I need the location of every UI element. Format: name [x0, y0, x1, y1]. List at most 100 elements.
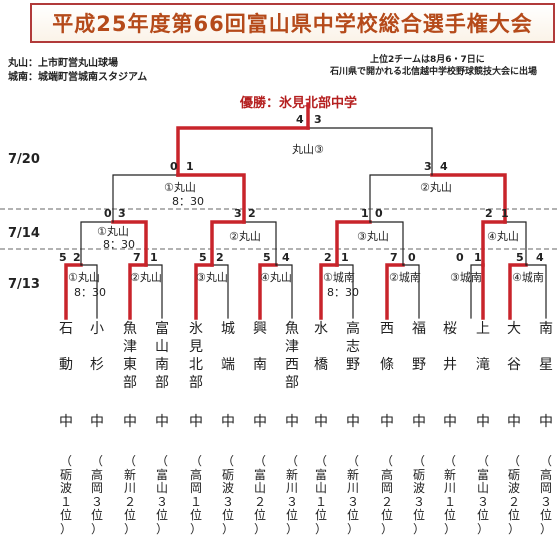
team-name-char: 谷: [507, 357, 521, 373]
team-name-char: 部: [189, 375, 203, 391]
team-name-char: 南: [155, 357, 169, 373]
rank-char: （: [507, 454, 520, 468]
r1-8-score-left: 5: [516, 251, 524, 264]
team-school-suffix: 中: [380, 414, 394, 430]
rank-char: 位: [123, 508, 136, 522]
r1-5-time: 8：30: [327, 286, 359, 299]
rank-char: （: [90, 454, 103, 468]
team-name-13: 桜井: [442, 320, 458, 374]
r1-8-venue: ④城南: [512, 271, 544, 284]
rank-char: １: [443, 494, 456, 509]
rank-char: 川: [346, 481, 359, 495]
r1-7-score-right: 1: [474, 251, 482, 264]
team-school-suffix: 中: [221, 414, 235, 430]
venue-jonan: 城南：城端町営城南スタジアム: [8, 72, 148, 83]
team-name-14: 上滝: [475, 320, 491, 374]
r1-7-score-left: 0: [456, 251, 464, 264]
rank-char: ）: [314, 521, 327, 536]
rank-char: 波: [412, 481, 425, 495]
rank-char: （: [221, 454, 234, 468]
rank-char: ）: [507, 521, 520, 536]
final-score-right: 3: [314, 113, 322, 126]
team-name-char: 杉: [90, 357, 104, 373]
team-name-char: 城: [221, 321, 235, 337]
team-school-suffix: 中: [285, 414, 299, 430]
rank-char: ２: [253, 494, 266, 509]
date-round-final: 7/20: [8, 152, 40, 167]
rank-char: 波: [507, 481, 520, 495]
rank-char: 高: [189, 467, 202, 482]
rank-char: 位: [253, 508, 266, 522]
semi-1-score-left: 0: [170, 160, 178, 173]
rank-char: 位: [412, 508, 425, 522]
semi-2-score-right: 4: [440, 160, 448, 173]
rank-char: 富: [253, 467, 266, 482]
team-name-char: 端: [221, 357, 235, 373]
rank-char: 位: [443, 508, 456, 522]
rank-char: 高: [90, 467, 103, 482]
team-name-char: 星: [539, 357, 553, 373]
team-name-char: 見: [189, 339, 203, 355]
rank-char: （: [380, 454, 393, 468]
team-name-char: 西: [285, 357, 299, 373]
qf-1-score-left: 0: [104, 207, 112, 220]
team-name-4: 富山南部: [154, 320, 170, 392]
team-name-2: 小杉: [89, 320, 105, 374]
team-name-char: [506, 338, 522, 356]
qf-4-venue: ④丸山: [487, 230, 519, 243]
team-school-suffix: 中: [539, 414, 553, 430]
rank-char: 岡: [539, 481, 552, 495]
team-name-5: 氷見北部: [188, 320, 204, 392]
final-score-left: 4: [296, 113, 304, 126]
team-name-6: 城端: [220, 320, 236, 374]
rank-char: ）: [123, 521, 136, 536]
team-name-char: 小: [90, 321, 104, 337]
date-round-1: 7/13: [8, 277, 40, 292]
rank-char: 位: [285, 508, 298, 522]
rank-char: （: [285, 454, 298, 468]
qf-2-score-right: 2: [248, 207, 256, 220]
team-name-7: 興南: [252, 320, 268, 374]
rank-char: （: [476, 454, 489, 468]
rank-char: 岡: [380, 481, 393, 495]
champion-label: 優勝：氷見北部中学: [240, 96, 358, 111]
final-venue: 丸山③: [292, 143, 324, 156]
team-school-suffix: 中: [189, 414, 203, 430]
r1-6-score-right: 0: [408, 251, 416, 264]
rank-char: ３: [412, 494, 425, 509]
r1-1-score-left: 5: [59, 251, 67, 264]
venue-maruyama: 丸山：上市町営丸山球場: [8, 58, 118, 69]
rank-char: 富: [476, 467, 489, 482]
rank-char: 砺: [412, 467, 425, 482]
rank-char: ３: [155, 494, 168, 509]
tournament-title: 平成25年度第66回富山県中学校総合選手権大会: [52, 12, 533, 36]
rank-char: ）: [221, 521, 234, 536]
semi-2-score-left: 3: [424, 160, 432, 173]
team-name-char: 井: [443, 357, 457, 373]
team-name-char: [442, 338, 458, 356]
team-name-char: 石: [59, 321, 73, 337]
rank-char: 山: [253, 481, 266, 495]
team-name-char: 大: [507, 321, 521, 337]
rank-char: 新: [285, 467, 298, 482]
rank-char: 高: [539, 467, 552, 482]
team-name-char: 上: [476, 321, 490, 337]
rank-char: 高: [380, 467, 393, 482]
qf-4-score-left: 2: [485, 207, 493, 220]
r1-2-score-right: 1: [150, 251, 158, 264]
rank-char: 波: [59, 481, 72, 495]
r1-6-score-left: 7: [390, 251, 398, 264]
r1-8-score-right: 4: [536, 251, 544, 264]
rank-char: 波: [221, 481, 234, 495]
team-name-10: 高志野: [345, 320, 361, 374]
qf-3-venue: ③丸山: [357, 230, 389, 243]
rank-char: ）: [90, 521, 103, 536]
team-name-char: [379, 338, 395, 356]
team-name-char: [475, 338, 491, 356]
